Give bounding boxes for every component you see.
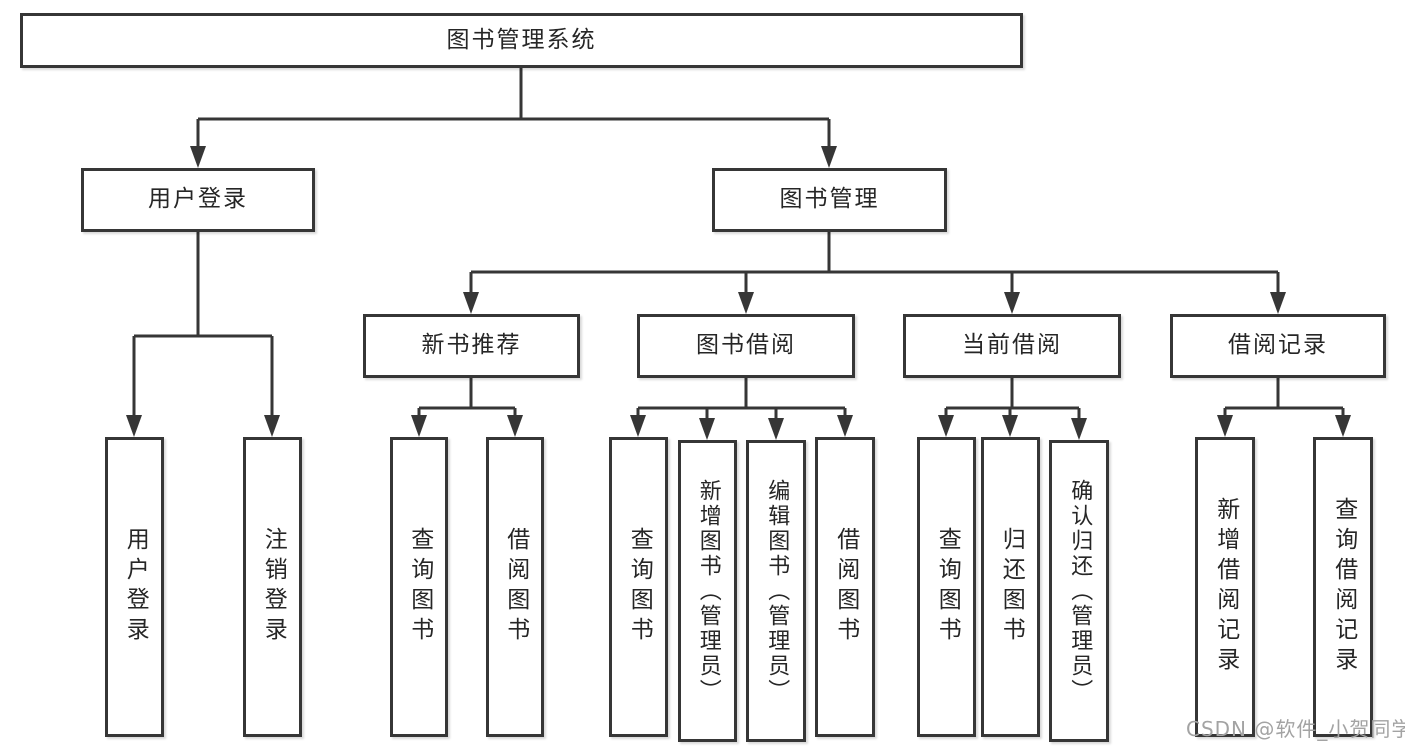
node-query-books: 查询图书 xyxy=(609,437,668,737)
node-query-books: 查询图书 xyxy=(390,437,448,737)
node-borrow-books: 借阅图书 xyxy=(815,437,875,737)
node-user-login: 用户登录 xyxy=(81,168,315,232)
arrowhead-icon xyxy=(264,415,280,437)
node-add-book-admin: 新增图书（管理员） xyxy=(678,440,737,742)
node-book-management: 图书管理 xyxy=(712,168,947,232)
arrowhead-icon xyxy=(507,415,523,437)
node-library-management-system: 图书管理系统 xyxy=(20,13,1023,68)
node-current-borrowing: 当前借阅 xyxy=(903,314,1121,378)
arrowhead-icon xyxy=(938,415,954,437)
arrowhead-icon xyxy=(1004,292,1020,314)
node-borrow-books: 借阅图书 xyxy=(486,437,544,737)
arrowhead-icon xyxy=(1002,415,1018,437)
arrowhead-icon xyxy=(411,415,427,437)
arrowhead-icon xyxy=(738,292,754,314)
arrowhead-icon xyxy=(126,415,142,437)
node-query-books: 查询图书 xyxy=(917,437,976,737)
arrowhead-icon xyxy=(699,418,715,440)
arrowhead-icon xyxy=(837,415,853,437)
node-user-login-leaf: 用户登录 xyxy=(105,437,164,737)
node-book-borrowing: 图书借阅 xyxy=(637,314,855,378)
arrowhead-icon xyxy=(463,292,479,314)
arrowhead-icon xyxy=(1335,415,1351,437)
arrowhead-icon xyxy=(1217,415,1233,437)
node-borrowing-records: 借阅记录 xyxy=(1170,314,1386,378)
arrowhead-icon xyxy=(821,146,837,168)
node-new-book-recommendation: 新书推荐 xyxy=(363,314,580,378)
node-add-borrow-record: 新增借阅记录 xyxy=(1195,437,1255,737)
arrowhead-icon xyxy=(768,418,784,440)
node-query-borrow-record: 查询借阅记录 xyxy=(1313,437,1373,737)
arrowhead-icon xyxy=(190,146,206,168)
node-confirm-return-admin: 确认归还（管理员） xyxy=(1049,440,1109,742)
node-edit-book-admin: 编辑图书（管理员） xyxy=(746,440,806,742)
node-return-book: 归还图书 xyxy=(981,437,1040,737)
watermark: CSDN @软件_小贺同学 xyxy=(1186,717,1405,741)
arrowhead-icon xyxy=(1071,418,1087,440)
arrowhead-icon xyxy=(1270,292,1286,314)
arrowhead-icons xyxy=(126,146,1351,440)
arrowhead-icon xyxy=(630,415,646,437)
node-logout: 注销登录 xyxy=(243,437,302,737)
